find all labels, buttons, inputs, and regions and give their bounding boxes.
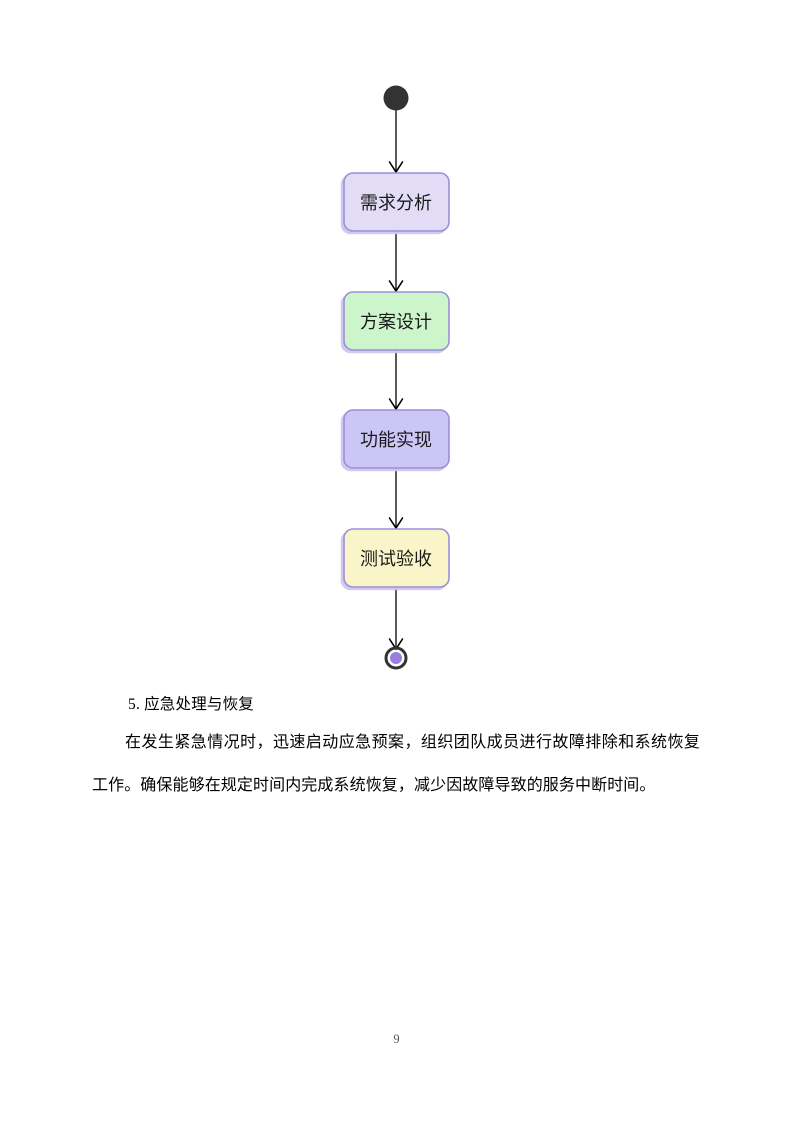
edge-test-acceptance-to-end: [388, 587, 404, 651]
section-paragraph: 在发生紧急情况时，迅速启动应急预案，组织团队成员进行故障排除和系统恢复工作。确保…: [92, 734, 700, 794]
node-test-acceptance-label: 测试验收: [360, 549, 432, 569]
node-requirement-analysis-box: [343, 172, 450, 232]
node-test-acceptance[interactable]: 测试验收: [343, 528, 450, 588]
node-solution-design-box: [343, 291, 450, 351]
end-node-inner-circle: [390, 652, 402, 664]
node-requirement-analysis-label: 需求分析: [360, 193, 432, 213]
node-requirement-analysis[interactable]: 需求分析: [343, 172, 450, 232]
section-heading: 5. 应急处理与恢复: [128, 696, 255, 713]
end-node-ring: [384, 646, 408, 670]
edge-function-implementation-to-test-acceptance: [388, 468, 404, 530]
activity-flowchart: 需求分析 方案设计 功能实现 测试验收: [0, 60, 793, 680]
edge-solution-design-to-function-implementation: [388, 350, 404, 411]
start-node-circle: [383, 85, 409, 111]
end-node[interactable]: [384, 646, 408, 670]
node-function-implementation-box: [343, 409, 450, 469]
start-node[interactable]: [383, 85, 409, 111]
node-function-implementation[interactable]: 功能实现: [343, 409, 450, 469]
node-function-implementation-label: 功能实现: [360, 430, 432, 450]
edge-requirement-analysis-to-solution-design: [388, 231, 404, 293]
page-number: 9: [393, 1032, 400, 1046]
node-test-acceptance-box: [343, 528, 450, 588]
node-solution-design[interactable]: 方案设计: [343, 291, 450, 351]
edge-start-to-requirement-analysis: [388, 110, 404, 174]
text-content: 5. 应急处理与恢复 在发生紧急情况时，迅速启动应急预案，组织团队成员进行故障排…: [92, 688, 700, 807]
node-solution-design-label: 方案设计: [360, 312, 432, 332]
